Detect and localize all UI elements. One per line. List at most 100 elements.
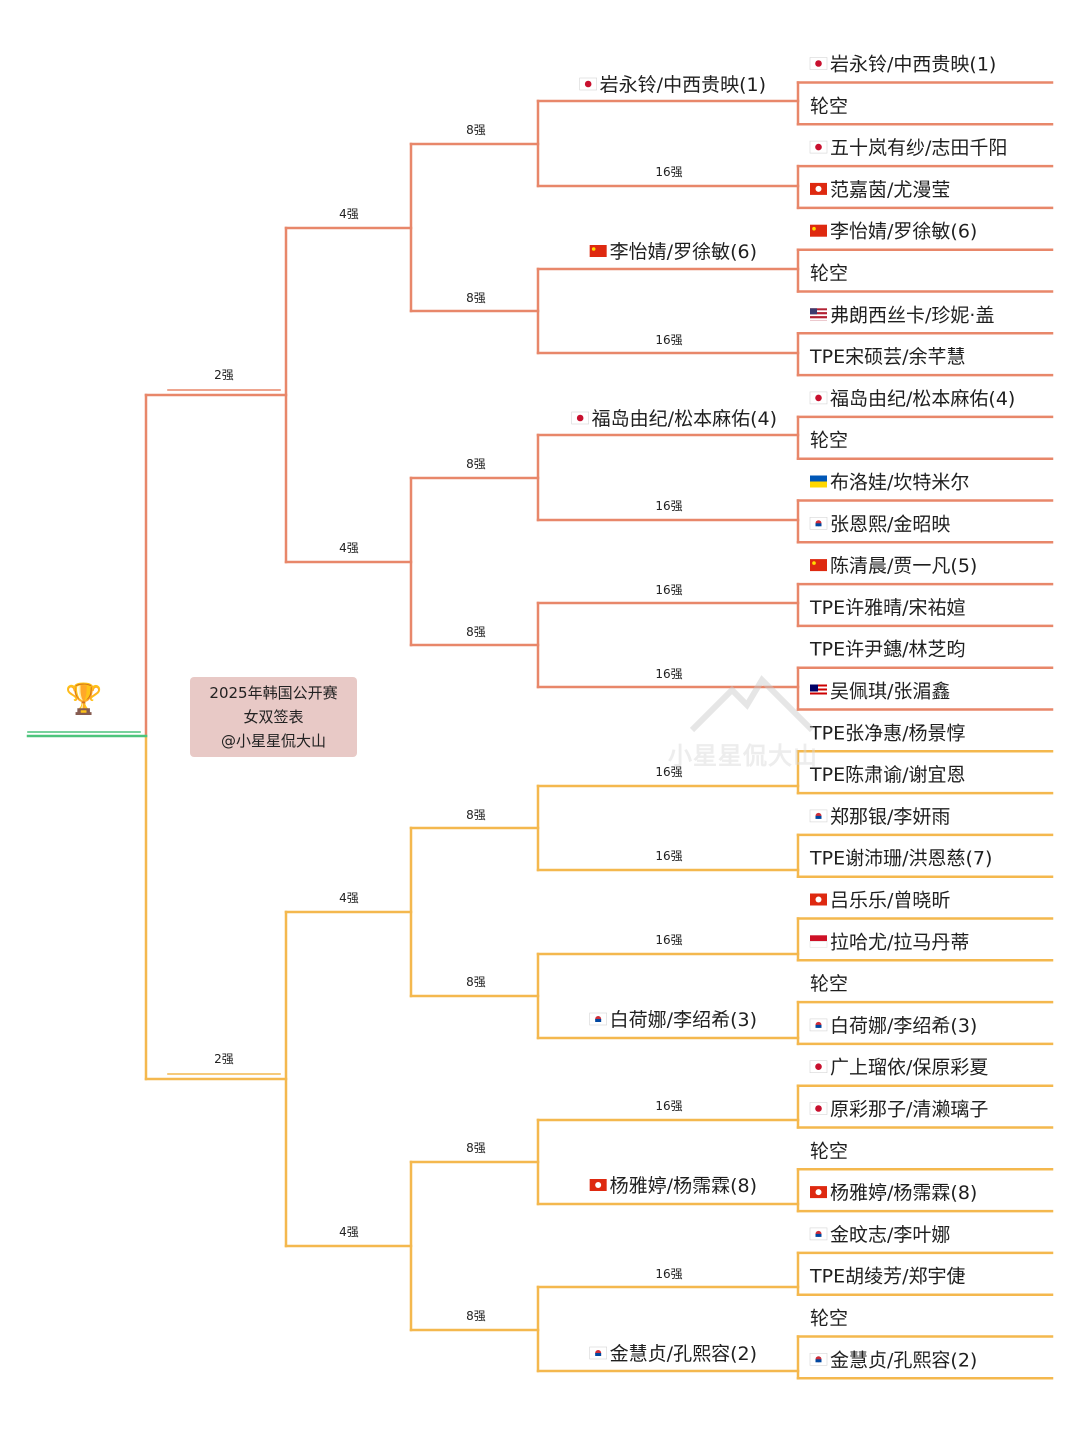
entry-name-group: 吕乐乐/曾晓昕 <box>810 890 950 912</box>
entry-name: 白荷娜/李绍希(3) <box>610 1009 757 1031</box>
entry-name-group: 李怡婧/罗徐敏(6) <box>810 221 977 243</box>
entry-name: 杨雅婷/杨霈霖(8) <box>830 1182 977 1204</box>
entry-name: 轮空 <box>810 263 848 285</box>
entry-name-group: 金慧贞/孔熙容(2) <box>589 1343 757 1365</box>
entry-name: 拉哈尤/拉马丹蒂 <box>830 931 969 953</box>
entry-name: 原彩那子/清濑璃子 <box>830 1099 988 1121</box>
entry-name: 李怡婧/罗徐敏(6) <box>610 241 757 263</box>
flag-jp-icon <box>571 411 589 425</box>
entry-name-group: TPE胡绫芳/郑宇倢 <box>809 1266 965 1288</box>
flag-hk-icon <box>810 182 827 195</box>
qf-label: 8强 <box>466 291 486 305</box>
entry-name: 郑那银/李妍雨 <box>830 806 950 828</box>
flag-kr-icon <box>589 1346 607 1360</box>
entry-name-group: 轮空 <box>810 1308 848 1330</box>
flag-jp-icon <box>809 57 828 70</box>
flag-jp-icon <box>809 391 828 405</box>
qf-label: 8强 <box>466 123 486 137</box>
r16-label: 16强 <box>655 1099 682 1113</box>
entry-name-group: 岩永铃/中西贵映(1) <box>809 54 996 76</box>
entry-name-group: 杨雅婷/杨霈霖(8) <box>810 1182 977 1204</box>
r16-label: 16强 <box>655 165 682 179</box>
flag-disc <box>815 394 822 402</box>
flag-canton <box>810 684 818 692</box>
entry-name: 布洛娃/坎特米尔 <box>830 472 969 494</box>
flag-us-icon <box>810 308 827 321</box>
entry-name-group: 福岛由纪/松本麻佑(4) <box>809 388 1015 410</box>
round-labels: 16强16强16强16强16强16强16强16强16强16强8强8强8强8强8强… <box>214 123 682 1323</box>
entry-name: 岩永铃/中西贵映(1) <box>830 54 996 76</box>
entry-name: TPE许雅晴/宋祐媗 <box>809 597 965 619</box>
flag-disc <box>815 1105 822 1112</box>
sf-label: 4强 <box>339 207 359 221</box>
entry-name-group: 金旼志/李叶娜 <box>809 1224 950 1246</box>
entry-name-group: 轮空 <box>810 263 848 285</box>
entry-name: 轮空 <box>810 1308 848 1330</box>
entry-name-group: 张恩熙/金昭映 <box>809 513 950 535</box>
flag-taeguk-lower <box>815 1359 822 1363</box>
flag-kr-icon <box>809 1353 828 1366</box>
entry-name-group: 弗朗西丝卡/珍妮·盖 <box>810 304 994 326</box>
flag-stripe <box>810 318 827 321</box>
entry-name-group: 杨雅婷/杨霈霖(8) <box>589 1175 757 1197</box>
qf-label: 8强 <box>466 1309 486 1323</box>
flag-field <box>589 245 607 257</box>
entry-name-group: 广上瑠依/保原彩夏 <box>809 1057 988 1079</box>
trophy-icon: 🏆 <box>65 682 103 717</box>
flag-canton <box>810 308 817 315</box>
entry-name: 轮空 <box>810 1140 848 1162</box>
r16-label: 16强 <box>655 1267 682 1281</box>
flag-taeguk-lower <box>595 1019 602 1022</box>
entry-name: TPE宋硕芸/余芊慧 <box>809 346 965 368</box>
flag-ua-icon <box>810 475 827 488</box>
qf-label: 8强 <box>466 1141 486 1155</box>
flag-hk-icon <box>810 893 827 906</box>
entry-name-group: 轮空 <box>810 95 848 117</box>
flag-id-icon <box>809 935 828 948</box>
flag-taeguk-lower <box>815 1024 822 1028</box>
flag-cn-icon <box>810 559 827 572</box>
entry-name-group: TPE谢沛珊/洪恩慈(7) <box>809 848 992 870</box>
flag-star <box>812 561 816 565</box>
entry-name: 轮空 <box>810 973 848 995</box>
final-label-top: 2强 <box>214 368 234 382</box>
entry-name: 李怡婧/罗徐敏(6) <box>830 221 977 243</box>
entry-name: TPE许尹鏸/林芝昀 <box>809 639 965 661</box>
flag-my-icon <box>810 684 827 697</box>
entry-name-group: 白荷娜/李绍希(3) <box>809 1015 977 1037</box>
flag-stripe <box>810 310 827 313</box>
flag-hk-icon <box>589 1179 607 1191</box>
title-line-1: 2025年韩国公开赛 <box>209 684 338 702</box>
flag-top <box>810 935 827 942</box>
entry-name: TPE胡绫芳/郑宇倢 <box>809 1266 965 1288</box>
flag-flower <box>815 1189 822 1196</box>
sf-label: 4强 <box>339 541 359 555</box>
entry-name: TPE陈肃谕/谢宜恩 <box>809 764 965 786</box>
title-line-2: 女双签表 <box>243 708 304 726</box>
final-label-bottom: 2强 <box>214 1052 234 1066</box>
entry-name: 五十岚有纱/志田千阳 <box>830 137 1007 159</box>
entry-name-group: TPE宋硕芸/余芊慧 <box>809 346 965 368</box>
flag-flower <box>815 185 822 192</box>
r16-label: 16强 <box>655 933 682 947</box>
r16-winner-list: 岩永铃/中西贵映(1)李怡婧/罗徐敏(6)福岛由纪/松本麻佑(4)白荷娜/李绍希… <box>571 74 777 1365</box>
flag-cn-icon <box>589 245 607 257</box>
draw-title-box: 2025年韩国公开赛 女双签表 @小星星侃大山 <box>190 677 357 757</box>
entry-name: 福岛由纪/松本麻佑(4) <box>830 388 1015 410</box>
flag-flower <box>815 896 822 903</box>
entry-name: 白荷娜/李绍希(3) <box>830 1015 977 1037</box>
flag-stripe <box>810 692 827 695</box>
flag-disc <box>815 60 822 67</box>
qf-label: 8强 <box>466 625 486 639</box>
flag-kr-icon <box>809 1018 828 1032</box>
entry-name: TPE谢沛珊/洪恩慈(7) <box>809 848 992 870</box>
entry-name: 轮空 <box>810 430 848 452</box>
flag-star <box>812 226 816 231</box>
entry-name-group: 拉哈尤/拉马丹蒂 <box>809 931 969 953</box>
entry-list: 岩永铃/中西贵映(1)轮空五十岚有纱/志田千阳范嘉茵/尤漫莹李怡婧/罗徐敏(6)… <box>809 54 1015 1372</box>
entry-name-group: 福岛由纪/松本麻佑(4) <box>571 408 777 430</box>
entry-name-group: TPE许尹鏸/林芝昀 <box>809 639 965 661</box>
entry-name: 广上瑠依/保原彩夏 <box>830 1057 988 1079</box>
flag-taeguk-lower <box>815 523 822 527</box>
entry-name-group: 郑那银/李妍雨 <box>809 806 950 828</box>
